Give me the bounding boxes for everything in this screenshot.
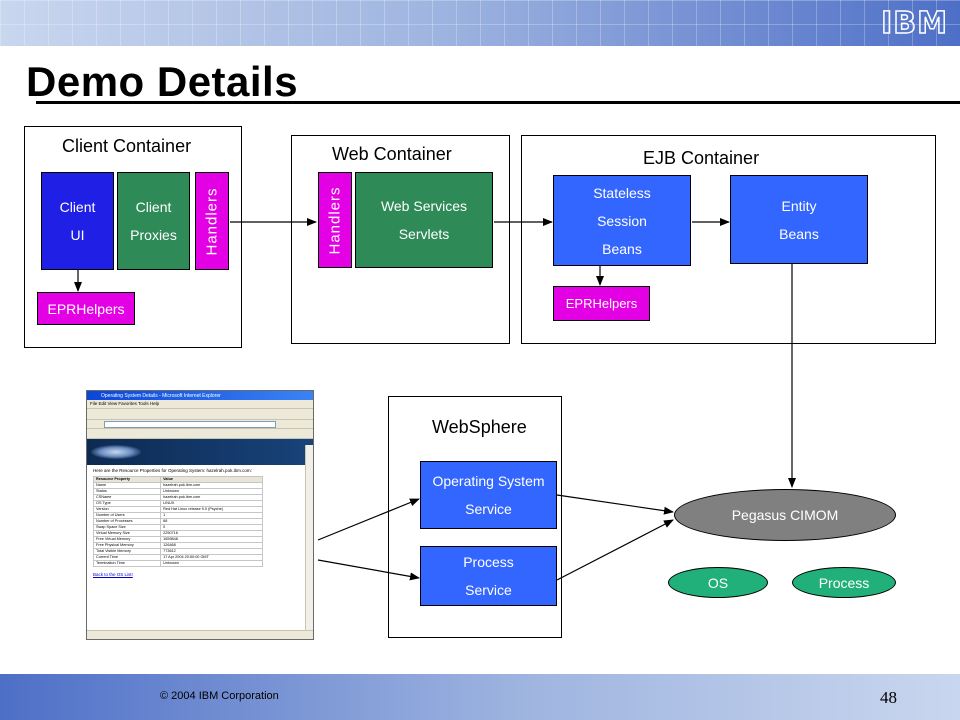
browser-window-title: Operating System Details - Microsoft Int… <box>101 392 221 399</box>
client-handlers-box: Handlers <box>195 172 229 270</box>
browser-status-bar <box>87 630 313 639</box>
browser-address-field <box>104 420 276 428</box>
client-ui-box: Client UI <box>41 172 114 270</box>
websphere-label: WebSphere <box>432 417 527 437</box>
client-proxies-box: Client Proxies <box>117 172 190 270</box>
footer-banner <box>0 674 960 720</box>
arrow-process-service-to-cimom <box>556 519 674 581</box>
table-cell: Unknown <box>160 560 263 567</box>
arrow-browser-to-process-service <box>317 559 420 581</box>
pegasus-cimom-oval: Pegasus CIMOM <box>674 489 896 541</box>
browser-page-heading: Here are the Resource Properties for Ope… <box>93 468 252 473</box>
web-handlers-box: Handlers <box>318 172 352 268</box>
browser-address-bar <box>87 420 313 429</box>
browser-screenshot: Operating System Details - Microsoft Int… <box>86 390 314 640</box>
table-cell: Termination Time <box>92 560 162 567</box>
browser-scrollbar <box>305 445 313 631</box>
ejb-container-label: EJB Container <box>643 148 760 168</box>
page-number: 48 <box>880 688 897 707</box>
client-eprhelpers-box: EPRHelpers <box>37 292 135 325</box>
web-container-label: Web Container <box>332 144 452 164</box>
header-grid-pattern <box>0 0 960 46</box>
banner-swirl-graphic <box>91 445 141 459</box>
browser-menu-bar: File Edit View Favorites Tools Help <box>87 400 313 409</box>
browser-google-toolbar <box>87 429 313 439</box>
browser-page-banner <box>87 439 313 465</box>
entity-beans-box: Entity Beans <box>730 175 868 264</box>
browser-toolbar <box>87 409 313 420</box>
browser-titlebar: Operating System Details - Microsoft Int… <box>87 391 313 400</box>
web-services-servlets-box: Web Services Servlets <box>355 172 493 268</box>
process-provider-oval: Process <box>792 567 896 598</box>
slide-title: Demo Details <box>26 58 299 105</box>
stateless-session-beans-box: Stateless Session Beans <box>553 175 691 266</box>
arrow-browser-to-os-service <box>317 498 420 541</box>
header-banner <box>0 0 960 46</box>
ibm-logo: IBM <box>880 5 948 42</box>
os-provider-oval: OS <box>668 567 768 598</box>
ejb-eprhelpers-box: EPRHelpers <box>553 286 650 321</box>
process-service-box: Process Service <box>420 546 557 606</box>
copyright-text: © 2004 IBM Corporation <box>160 690 279 702</box>
back-to-os-list-link: Back to the OS List! <box>93 572 133 577</box>
client-container-label: Client Container <box>62 136 192 156</box>
title-underline <box>36 101 960 104</box>
arrow-os-service-to-cimom <box>556 494 674 515</box>
os-service-box: Operating System Service <box>420 461 557 529</box>
